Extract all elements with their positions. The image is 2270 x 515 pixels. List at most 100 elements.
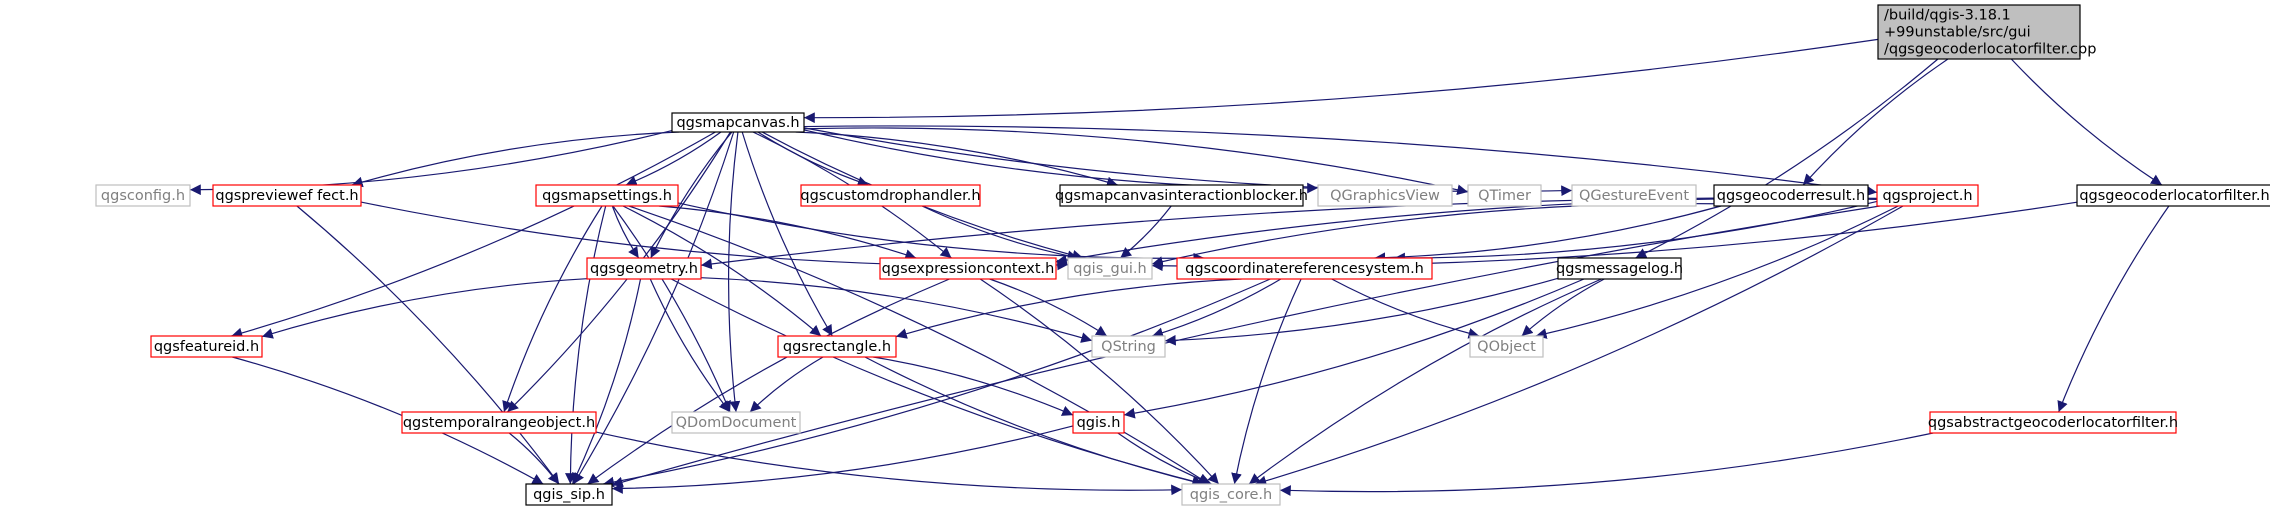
edge-qgsmapsettings-to-qgis_sip <box>565 205 607 485</box>
node-label: qgsmapsettings.h <box>542 188 672 204</box>
node-box <box>1713 184 1869 207</box>
node-qgspreviewef[interactable]: qgspreviewef fect.h <box>212 184 362 207</box>
edge-qgsproject-to-qgscoordinatereferencesystem <box>1394 200 1878 264</box>
node-label: qgsfeatureid.h <box>154 339 259 355</box>
edge-qgsabstractgeocoderlocatorfilter-to-qgis_core <box>1279 432 1934 496</box>
edge-root-to-qgsgeocoderresult <box>1802 58 1949 186</box>
node-label: qgsrectangle.h <box>783 339 891 355</box>
node-QGestureEvent[interactable]: QGestureEvent <box>1571 184 1697 207</box>
node-qgsexpressioncontext[interactable]: qgsexpressioncontext.h <box>879 257 1057 280</box>
node-box <box>525 483 613 506</box>
edge-qgscustomdrophandler-to-qgis_gui <box>921 205 1079 262</box>
node-box <box>212 184 362 207</box>
node-root[interactable]: /build/qgis-3.18.1+99unstable/src/gui/qg… <box>1877 4 2096 60</box>
edge-qgstemporalrangeobject-to-qgis_sip <box>508 432 560 485</box>
node-QObject[interactable]: QObject <box>1469 335 1544 358</box>
node-qgsgeocoderresult[interactable]: qgsgeocoderresult.h <box>1713 184 1869 207</box>
node-qgsrectangle[interactable]: qgsrectangle.h <box>777 335 897 358</box>
node-qgsmapcanvasinteractionblocker[interactable]: qgsmapcanvasinteractionblocker.h <box>1055 184 1308 207</box>
node-qgscustomdrophandler[interactable]: qgscustomdrophandler.h <box>800 184 981 207</box>
edge-qgsmapcanvas-to-qgsfeatureid <box>231 131 716 339</box>
node-label: qgstemporalrangeobject.h <box>403 415 595 431</box>
node-label: qgspreviewef fect.h <box>215 188 358 204</box>
edge-qgscoordinatereferencesystem-to-QObject <box>1331 278 1480 339</box>
edge-qgsmapcanvas-to-qgsproject <box>803 125 1878 197</box>
edge-qgis-to-qgis_core <box>1117 432 1212 486</box>
edge-qgsmessagelog-to-qgis <box>1123 278 1585 419</box>
node-box <box>1176 257 1433 280</box>
node-box <box>1072 411 1125 434</box>
node-box <box>401 411 597 434</box>
node-label: qgsgeometry.h <box>590 261 698 277</box>
node-box <box>1067 257 1153 280</box>
node-label: qgsabstractgeocoderlocatorfilter.h <box>1928 415 2178 431</box>
edge-qgsgeocoderlocatorfilter-to-qgsabstractgeocoderlocatorfilter <box>2057 205 2170 413</box>
node-qgsmapsettings[interactable]: qgsmapsettings.h <box>535 184 679 207</box>
node-qgsmapcanvas[interactable]: qgsmapcanvas.h <box>671 112 805 133</box>
node-qgsconfig[interactable]: qgsconfig.h <box>95 184 191 207</box>
node-qgstemporalrangeobject[interactable]: qgstemporalrangeobject.h <box>401 411 597 434</box>
node-qgis_sip[interactable]: qgis_sip.h <box>525 483 613 506</box>
node-qgsgeocoderlocatorfilter[interactable]: qgsgeocoderlocatorfilter.h <box>2076 184 2270 207</box>
edge-qgscoordinatereferencesystem-to-QString <box>1152 278 1282 338</box>
node-label: qgsexpressioncontext.h <box>882 261 1055 277</box>
node-label: qgsproject.h <box>1882 188 1972 204</box>
node-qgis_gui[interactable]: qgis_gui.h <box>1067 257 1153 280</box>
node-box <box>800 184 981 207</box>
edge-qgsgeometry-to-qgis_sip <box>571 278 642 485</box>
edge-root-to-qgsgeocoderlocatorfilter <box>2010 58 2163 186</box>
node-label: QGestureEvent <box>1579 188 1689 204</box>
edge-qgsrectangle-to-qgis <box>873 356 1074 416</box>
node-qgis[interactable]: qgis.h <box>1072 411 1125 434</box>
node-QDomDocument[interactable]: QDomDocument <box>671 411 801 434</box>
nodes-layer: /build/qgis-3.18.1+99unstable/src/gui/qg… <box>95 4 2270 506</box>
edge-qgsgeocoderresult-to-qgscoordinatereferencesystem <box>1374 205 1722 264</box>
node-box <box>1091 335 1166 358</box>
node-box <box>1557 257 1682 280</box>
node-qgscoordinatereferencesystem[interactable]: qgscoordinatereferencesystem.h <box>1176 257 1433 280</box>
node-box <box>95 184 191 207</box>
edge-root-to-qgsmapcanvas <box>803 38 1879 124</box>
edge-qgsmapcanvas-to-QGestureEvent <box>803 127 1573 197</box>
node-box <box>879 257 1057 280</box>
node-qgsmessagelog[interactable]: qgsmessagelog.h <box>1556 257 1683 280</box>
edge-qgsmapcanvas-to-QTimer <box>803 127 1469 196</box>
node-label: /build/qgis-3.18.1 <box>1884 8 2011 24</box>
node-box <box>535 184 679 207</box>
edge-qgsfeatureid-to-qgis_sip <box>232 356 544 485</box>
edge-qgsmapcanvas-to-qgsrectangle <box>741 131 833 337</box>
edge-qgscoordinatereferencesystem-to-qgis_core <box>1231 278 1302 485</box>
node-label: qgsmapcanvasinteractionblocker.h <box>1055 188 1308 204</box>
node-label: qgis_core.h <box>1190 487 1272 503</box>
edge-qgsgeometry-to-qgsfeatureid <box>261 278 588 339</box>
edge-qgsproject-to-qgis_sip <box>611 205 1880 488</box>
node-box <box>777 335 897 358</box>
node-box <box>1467 184 1542 207</box>
node-QTimer[interactable]: QTimer <box>1467 184 1542 207</box>
node-qgsabstractgeocoderlocatorfilter[interactable]: qgsabstractgeocoderlocatorfilter.h <box>1928 411 2178 434</box>
node-qgsfeatureid[interactable]: qgsfeatureid.h <box>150 335 263 358</box>
node-qgis_core[interactable]: qgis_core.h <box>1181 483 1281 506</box>
edge-qgsexpressioncontext-to-qgis_sip <box>587 278 950 485</box>
node-qgsproject[interactable]: qgsproject.h <box>1876 184 1979 207</box>
node-label: qgsmapcanvas.h <box>676 115 799 131</box>
edge-qgsmapcanvas-to-qgsgeometry <box>650 131 733 259</box>
node-box <box>1876 184 1979 207</box>
edge-qgsmapsettings-to-qgsgeometry <box>611 205 640 259</box>
edge-qgsmessagelog-to-qgis_core <box>1248 278 1602 485</box>
node-label: qgsgeocoderresult.h <box>1717 188 1865 204</box>
edge-qgsmessagelog-to-QString <box>1164 277 1559 346</box>
node-qgsgeometry[interactable]: qgsgeometry.h <box>586 257 702 280</box>
edge-qgsmapsettings-to-qgsexpressioncontext <box>658 205 917 260</box>
edge-qgsexpressioncontext-to-qgis_core <box>979 278 1220 485</box>
node-QGraphicsView[interactable]: QGraphicsView <box>1317 184 1453 207</box>
node-label: qgsgeocoderlocatorfilter.h <box>2079 188 2269 204</box>
node-box <box>671 112 805 133</box>
edge-qgsmapcanvasinteractionblocker-to-qgis_gui <box>1119 205 1172 259</box>
edge-qgsmessagelog-to-QObject <box>1521 278 1605 337</box>
node-QString[interactable]: QString <box>1091 335 1166 358</box>
node-label: QTimer <box>1478 188 1531 204</box>
node-label: qgis_sip.h <box>533 487 605 503</box>
edge-qgsproject-to-qgis_core <box>1255 205 1904 487</box>
